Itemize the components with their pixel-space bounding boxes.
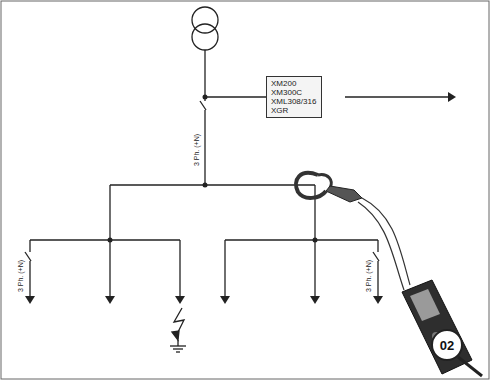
current-clamp bbox=[296, 173, 410, 290]
magnifier bbox=[432, 330, 482, 376]
product-box: XM200XM300CXML308/316XGR bbox=[266, 76, 322, 118]
feeder-label: 3 Ph. (+N) bbox=[193, 133, 201, 167]
feeder-label: 3 Ph. (+N) bbox=[365, 259, 373, 293]
product-name: XM300C bbox=[271, 88, 317, 97]
product-name: XM200 bbox=[271, 79, 317, 88]
product-name: XML308/316 bbox=[271, 97, 317, 106]
wiring bbox=[25, 50, 448, 296]
callout-number: 02 bbox=[440, 338, 454, 353]
fault-symbol bbox=[170, 308, 186, 352]
transformer-symbol bbox=[192, 7, 218, 50]
load-arrows bbox=[25, 92, 456, 304]
product-name: XGR bbox=[271, 106, 317, 115]
feeder-label: 3 Ph. (+N) bbox=[17, 259, 25, 293]
